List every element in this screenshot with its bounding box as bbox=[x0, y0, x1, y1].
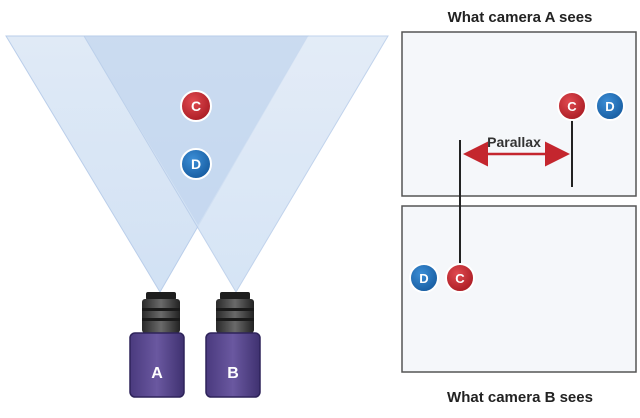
point-c-camera-b-view: C bbox=[445, 263, 475, 293]
camera-a-view-title: What camera A sees bbox=[448, 9, 593, 26]
point-d-scene: D bbox=[180, 148, 212, 180]
svg-text:D: D bbox=[605, 99, 614, 114]
camera-b-label: B bbox=[227, 365, 239, 382]
camera-b-view-title: What camera B sees bbox=[447, 389, 593, 406]
point-c-scene: C bbox=[180, 90, 212, 122]
camera-a-view-panel bbox=[401, 31, 637, 197]
svg-text:C: C bbox=[567, 99, 577, 114]
point-d-camera-b-view: D bbox=[409, 263, 439, 293]
svg-text:C: C bbox=[191, 98, 201, 114]
camera-a-icon: A bbox=[129, 292, 185, 398]
camera-a-label: A bbox=[151, 365, 163, 382]
svg-text:C: C bbox=[455, 271, 465, 286]
camera-b-icon: B bbox=[205, 292, 261, 398]
svg-text:D: D bbox=[191, 156, 201, 172]
parallax-label: Parallax bbox=[487, 134, 541, 150]
point-c-camera-a-view: C bbox=[557, 91, 587, 121]
field-of-view-overlap bbox=[84, 36, 308, 225]
svg-text:D: D bbox=[419, 271, 428, 286]
camera-b-view-panel bbox=[401, 205, 637, 373]
point-d-camera-a-view: D bbox=[595, 91, 625, 121]
